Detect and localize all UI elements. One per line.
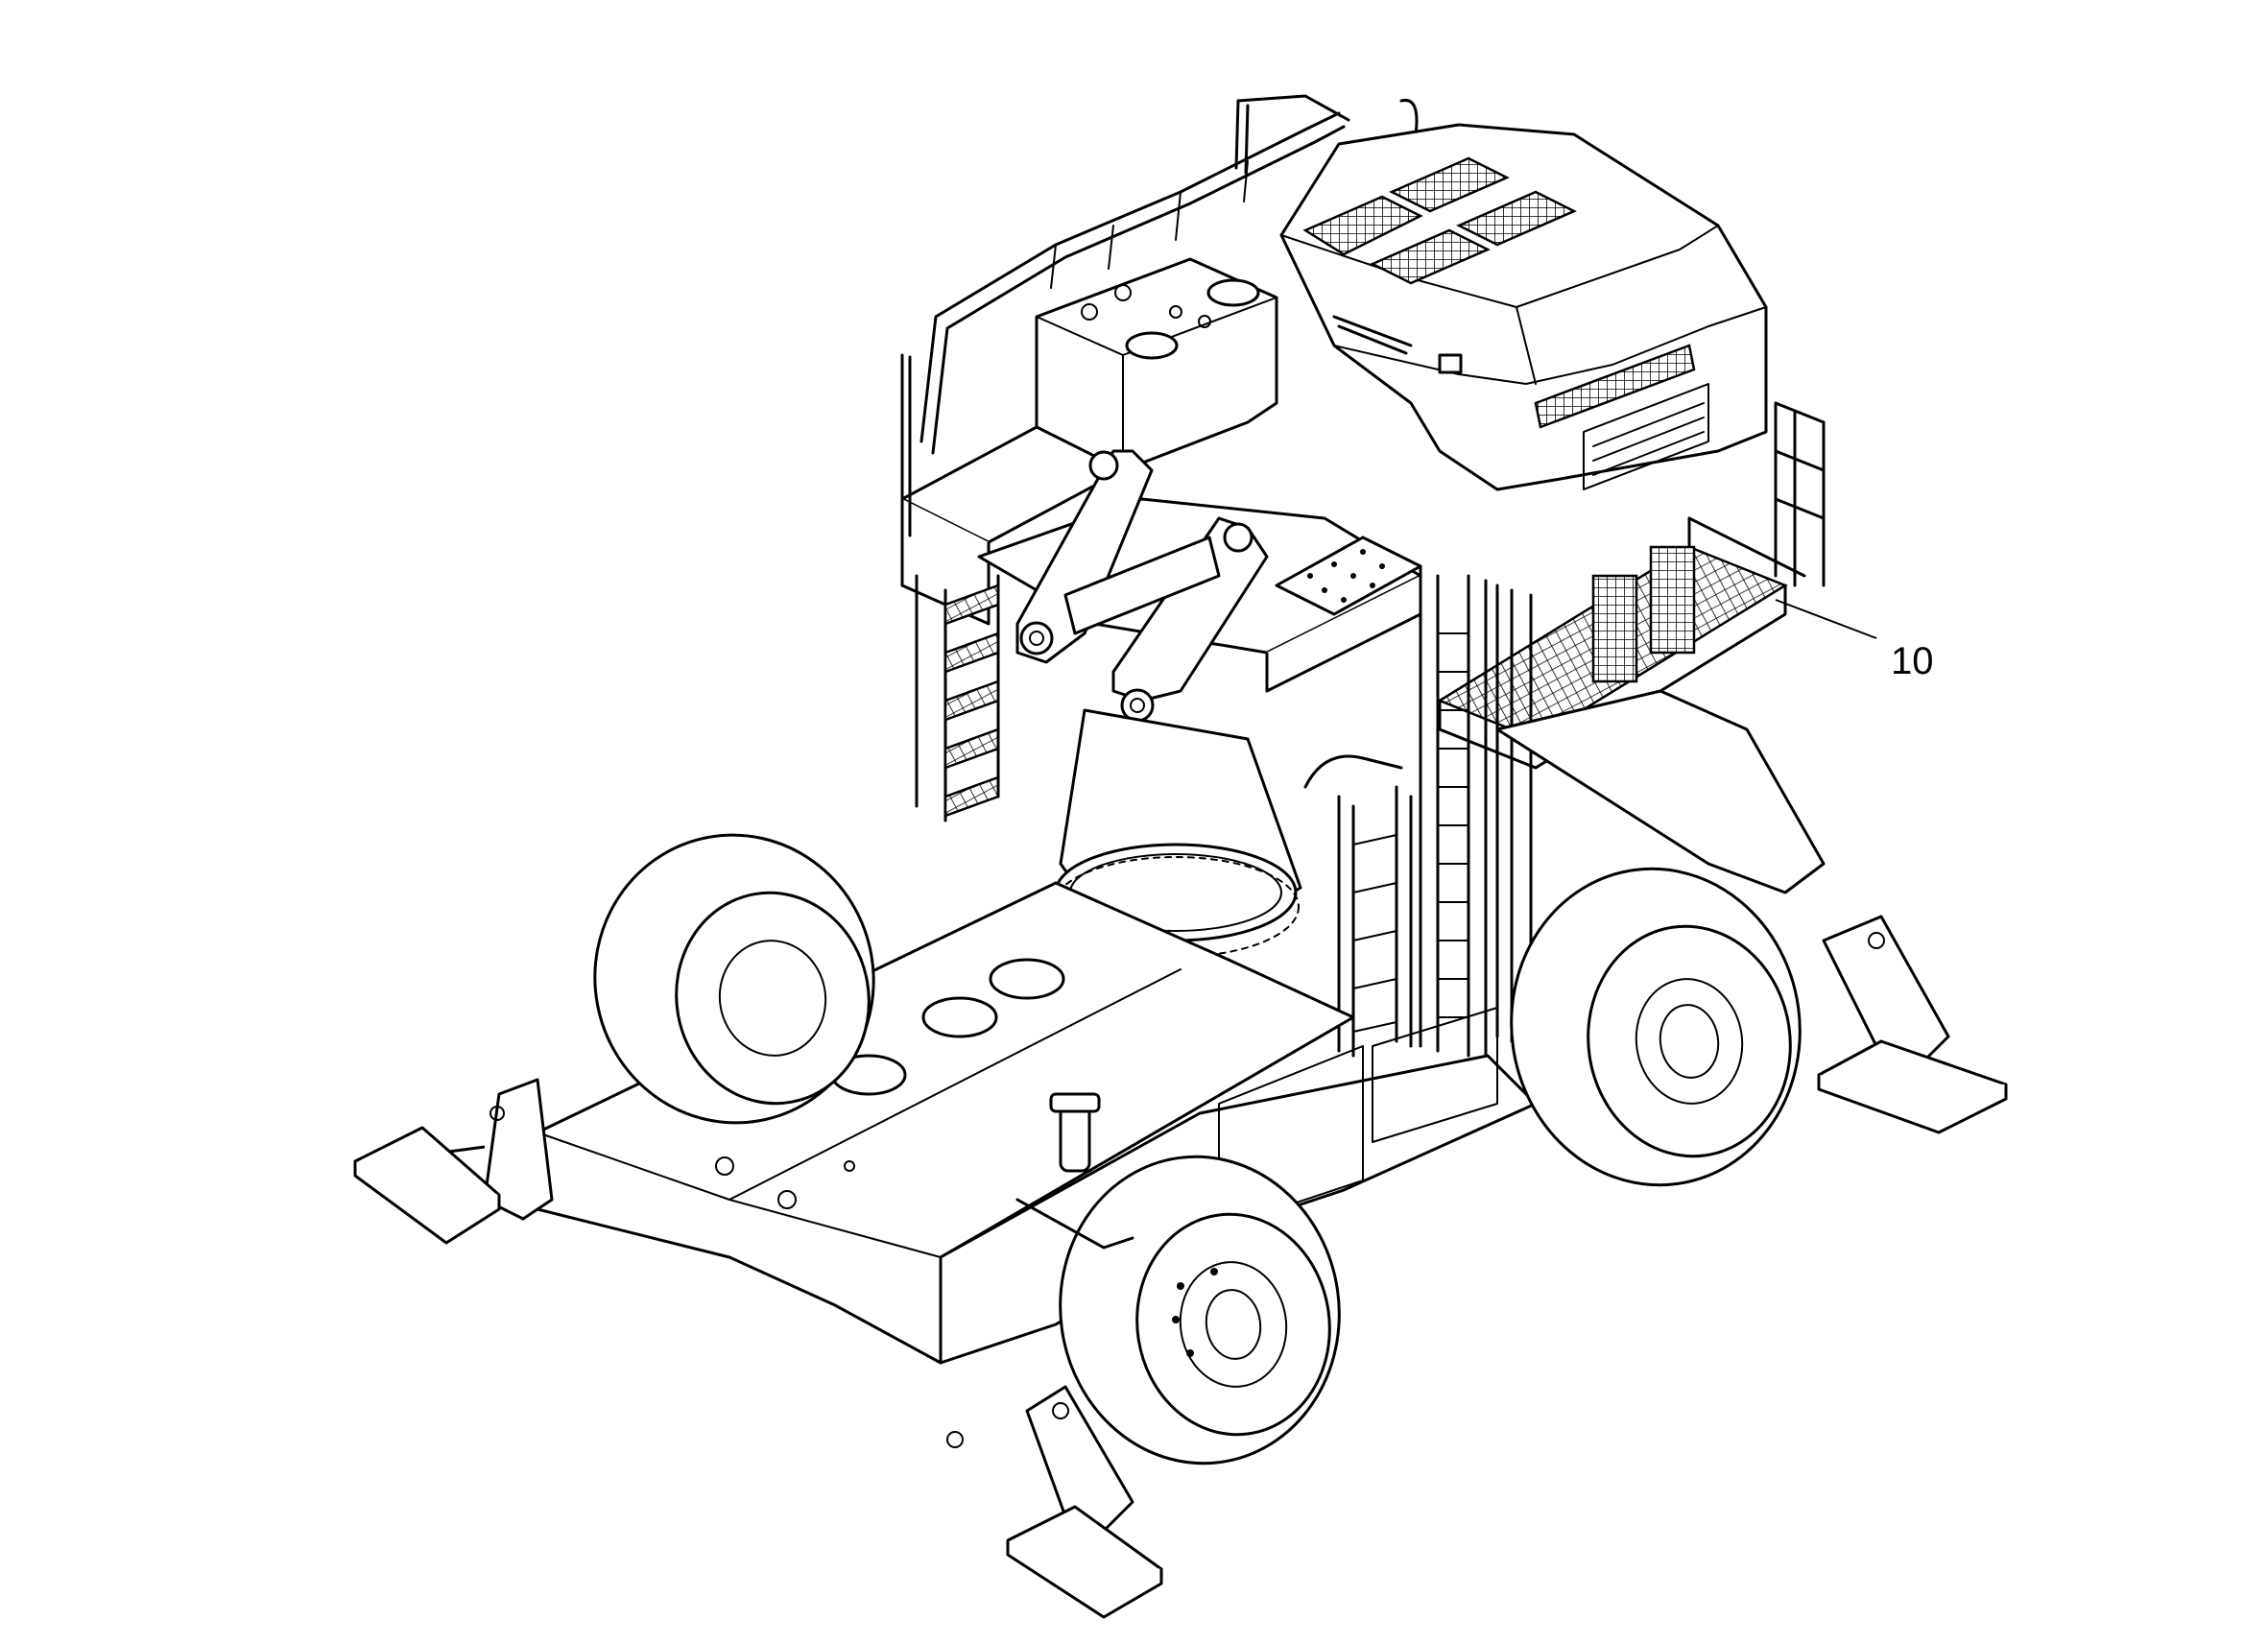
top-vent-4: [1456, 190, 1577, 247]
top-vent-3: [1370, 228, 1491, 285]
left-stairway: [900, 353, 1000, 822]
boom-linkage: [1015, 449, 1269, 723]
rear-guard-rail: [919, 94, 1419, 455]
side-vent: [1534, 344, 1696, 429]
front-wheel: [1059, 1155, 1341, 1465]
right-service-platform: [1437, 401, 1826, 1048]
outrigger-front: [946, 1385, 1163, 1619]
top-vent-2: [1389, 156, 1510, 213]
hydraulic-cylinder: [1015, 1092, 1134, 1250]
callout-leader-line: [1775, 599, 1877, 639]
rear-left-wheel: [593, 833, 875, 1125]
top-vent-1: [1302, 195, 1423, 256]
rear-right-wheel: [1510, 867, 1802, 1187]
access-ladder: [1303, 564, 1488, 1062]
outrigger-left: [353, 1078, 554, 1245]
engine-hood: [1279, 123, 1768, 491]
callout-10: 10: [1775, 599, 1934, 682]
outrigger-right: [1817, 915, 2008, 1134]
callout-label: 10: [1891, 640, 1934, 682]
